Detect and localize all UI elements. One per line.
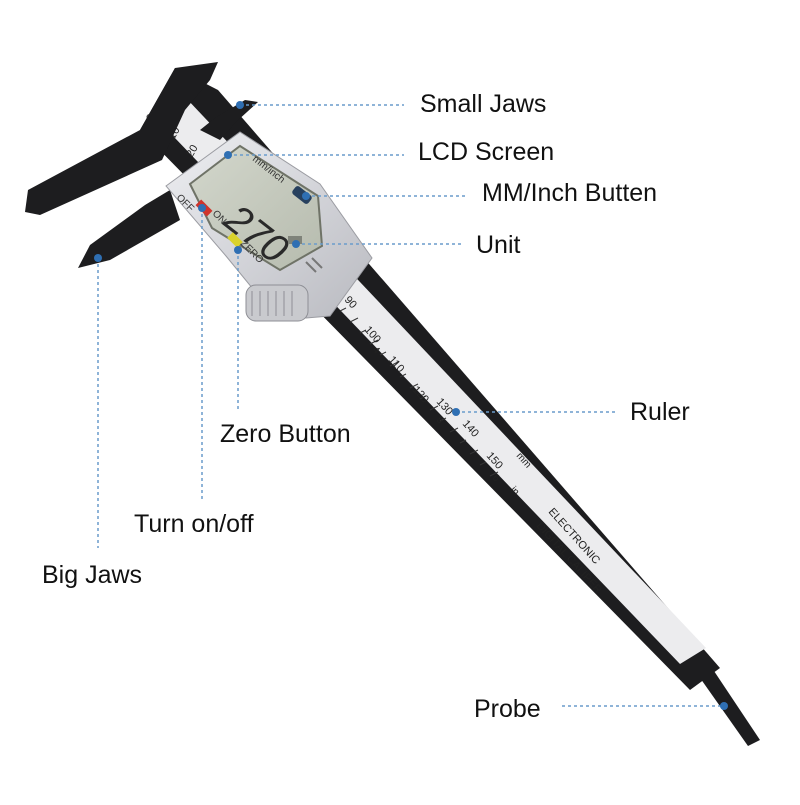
- label-zero-button: Zero Button: [220, 420, 351, 448]
- callout-dot-ruler: [452, 408, 460, 416]
- thumb-wheel: [245, 284, 309, 322]
- callout-dots: [94, 101, 728, 710]
- callout-dot-small-jaws: [236, 101, 244, 109]
- label-probe: Probe: [474, 695, 541, 723]
- callout-dot-lcd-screen: [224, 151, 232, 159]
- label-ruler: Ruler: [630, 398, 690, 426]
- callout-dot-unit: [292, 240, 300, 248]
- label-unit: Unit: [476, 231, 521, 259]
- probe: [698, 668, 760, 746]
- ruler-ticks: [329, 295, 499, 477]
- callout-dot-probe: [720, 702, 728, 710]
- callout-dot-big-jaws: [94, 254, 102, 262]
- callout-lines: [97, 104, 722, 707]
- label-big-jaws: Big Jaws: [42, 561, 143, 589]
- callout-dot-zero: [234, 246, 242, 254]
- inch-number-5: 5: [434, 415, 446, 427]
- label-small-jaws: Small Jaws: [420, 90, 547, 118]
- callout-dot-turn-on-off: [198, 204, 206, 212]
- housing-grip-mark: [305, 257, 323, 273]
- inch-number-4: 4: [370, 345, 382, 357]
- small-jaw: [200, 100, 258, 140]
- zero-button[interactable]: [227, 232, 243, 248]
- big-jaw-fixed: [25, 62, 218, 215]
- label-mm-inch-button: MM/Inch Butten: [482, 179, 658, 207]
- callout-dot-mm-inch: [302, 192, 310, 200]
- unit-indicator: [288, 236, 302, 244]
- scale-number-20: 20: [184, 143, 201, 160]
- label-turn-on-off: Turn on/off: [134, 510, 254, 538]
- inch-number-6: 6: [490, 473, 502, 485]
- big-jaw-sliding: [78, 190, 180, 268]
- label-lcd-screen: LCD Screen: [418, 138, 555, 166]
